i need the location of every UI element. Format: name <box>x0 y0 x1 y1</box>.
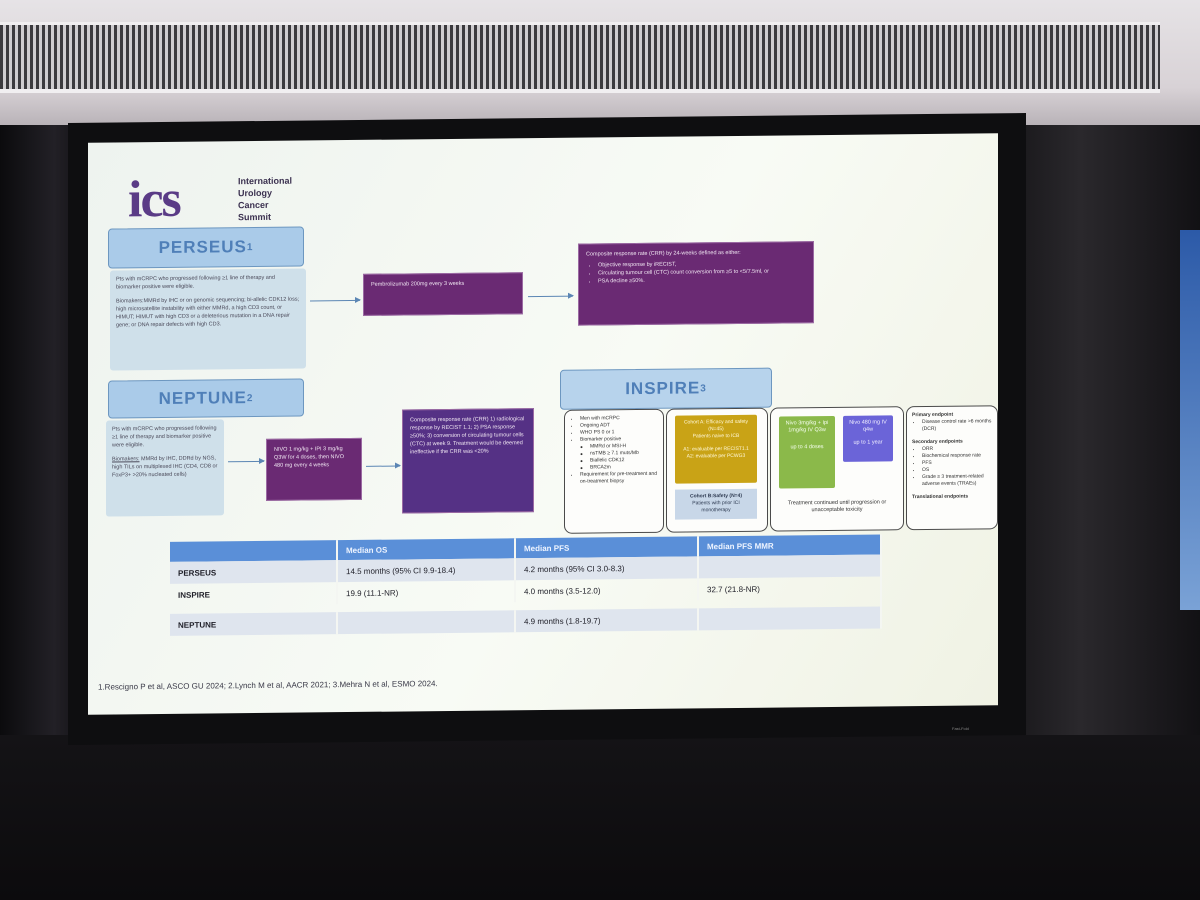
cohort-a-box: Cohort A: Efficacy and safety (N=45) Pat… <box>675 415 757 484</box>
perseus-arrow-1 <box>310 300 360 302</box>
projected-slide: ics International Urology Cancer Summit … <box>88 133 998 715</box>
results-table: Median OS Median PFS Median PFS MMR PERS… <box>170 534 882 635</box>
neptune-arrow-2 <box>366 465 400 466</box>
ceiling-vent <box>0 22 1160 93</box>
neptune-biomarkers: Biomakers: MMRd by IHC, DDRd by NGS, hig… <box>112 454 218 479</box>
perseus-eligibility-box: Pts with mCRPC who progressed following … <box>110 268 306 370</box>
references: 1.Rescigno P et al, ASCO GU 2024; 2.Lync… <box>98 679 438 692</box>
neptune-arrow-1 <box>228 461 264 462</box>
logo-words: International Urology Cancer Summit <box>238 175 292 224</box>
screen-brand: Fast-Fold <box>952 726 969 731</box>
stage-floor <box>0 735 1200 900</box>
ceiling <box>0 0 1200 125</box>
maintenance-box: Nivo 480 mg IV q4w up to 1 year <box>843 415 893 462</box>
inspire-cohort-box: Cohort A: Efficacy and safety (N=45) Pat… <box>666 408 768 533</box>
neptune-eligibility: Pts with mCRPC who progressed following … <box>112 424 218 449</box>
treatment-continuation: Treatment continued until progression or… <box>781 499 893 514</box>
neptune-treatment-box: NIVO 1 mg/kg + IPI 3 mg/kg Q3W for 4 dos… <box>266 438 362 501</box>
side-banner <box>1180 230 1200 610</box>
perseus-biomarkers: Biomakers:MMRd by IHC or on genomic sequ… <box>116 296 300 330</box>
inspire-treatment-box: Nivo 3mg/kg + Ipi 1mg/kg IV Q3w up to 4 … <box>770 406 904 531</box>
cohort-b-box: Cohort B:Safety (N=4) Patients with prio… <box>675 489 757 520</box>
neptune-endpoint-box: Composite response rate (CRR) 1) radiolo… <box>402 408 534 513</box>
perseus-treatment-box: Pembrolizumab 200mg every 3 weeks <box>363 272 523 316</box>
neptune-eligibility-box: Pts with mCRPC who progressed following … <box>106 419 224 516</box>
perseus-arrow-2 <box>528 296 573 297</box>
ics-logo: ics International Urology Cancer Summit <box>128 170 328 232</box>
inspire-endpoints-box: Primary endpoint Disease control rate >6… <box>906 405 998 530</box>
logo-mark: ics <box>128 172 180 229</box>
induction-box: Nivo 3mg/kg + Ipi 1mg/kg IV Q3w up to 4 … <box>779 416 835 489</box>
inspire-eligibility-box: Men with mCRPC Ongoing ADT WHO PS 0 or 1… <box>564 409 664 534</box>
perseus-endpoint-box: Composite response rate (CRR) by 24-week… <box>578 241 814 325</box>
perseus-eligibility: Pts with mCRPC who progressed following … <box>116 274 300 292</box>
